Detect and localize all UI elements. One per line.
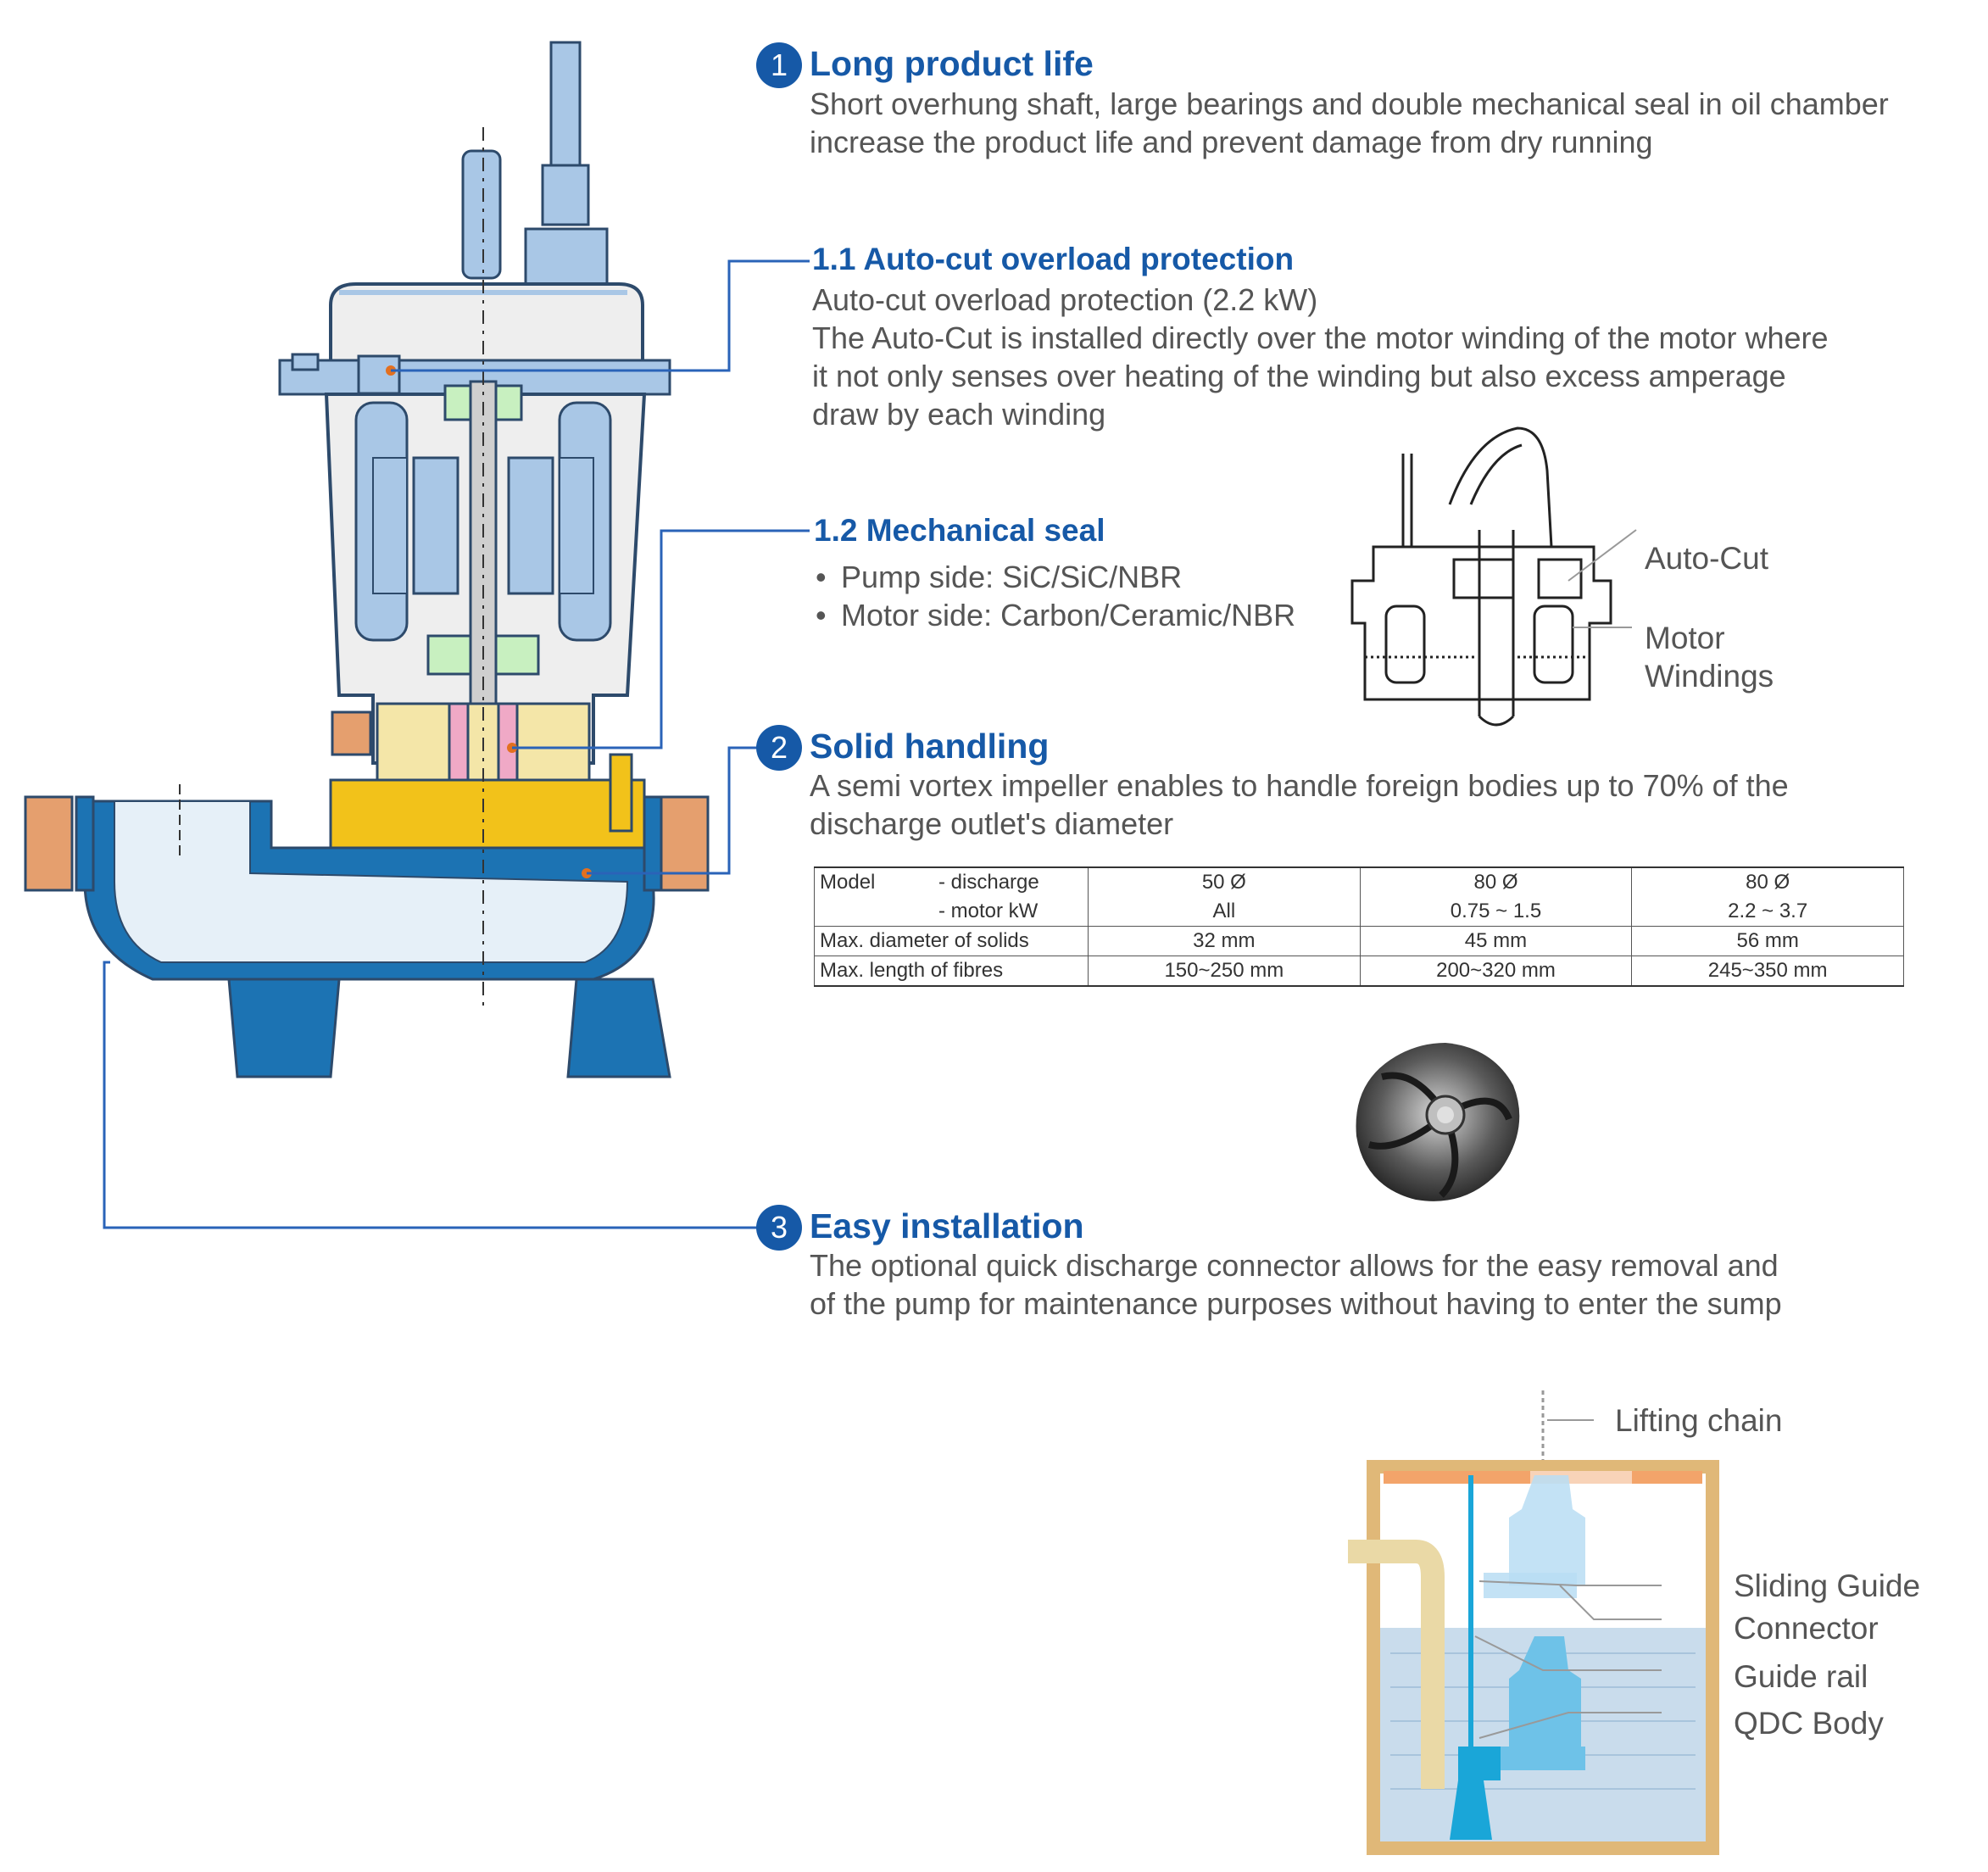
table-cell: 50 Ø [1088, 866, 1361, 897]
connector-label: Connector [1734, 1611, 1879, 1646]
feature-1-2-title: 1.2 Mechanical seal [814, 513, 1105, 548]
feature-3-title: Easy installation [810, 1206, 1084, 1245]
table-cell: 32 mm [1088, 926, 1361, 956]
feature-3-text-2: of the pump for maintenance purposes wit… [810, 1286, 1782, 1321]
feature-1-1-text-1: Auto-cut overload protection (2.2 kW) [812, 282, 1318, 317]
table-cell: 0.75 ~ 1.5 [1359, 897, 1633, 927]
feature-2-text-2: discharge outlet's diameter [810, 806, 1174, 841]
motor-detail-sketch [1350, 426, 1637, 727]
table-row-motor-label: - motor kW [814, 897, 1089, 927]
autocut-label: Auto-Cut [1645, 541, 1769, 576]
sump-installation-diagram [1348, 1390, 1719, 1855]
table-cell: All [1088, 897, 1361, 927]
feature-1-1-text-3: it not only senses over heating of the w… [812, 359, 1786, 393]
feature-1-text-1: Short overhung shaft, large bearings and… [810, 86, 1889, 121]
table-cell: 150~250 mm [1088, 956, 1361, 987]
table-row-label: Max. length of fibres [814, 956, 1089, 987]
table-row-model-label: Model- discharge [814, 866, 1089, 897]
table-cell: 80 Ø [1359, 866, 1633, 897]
motor-windings-label-2: Windings [1645, 659, 1774, 694]
solids-spec-table: Model- discharge 50 Ø 80 Ø 80 Ø - motor … [814, 866, 1904, 987]
bullet-dot-2: • [816, 598, 827, 632]
feature-1-2-bullet-1: Pump side: SiC/SiC/NBR [841, 560, 1183, 594]
feature-1-1-text-2: The Auto-Cut is installed directly over … [812, 320, 1829, 355]
lifting-chain-label: Lifting chain [1615, 1403, 1783, 1438]
table-cell: 200~320 mm [1359, 956, 1633, 987]
table-cell: 45 mm [1359, 926, 1633, 956]
feature-1-badge: 1 [756, 42, 802, 88]
qdc-body-label: QDC Body [1734, 1706, 1884, 1741]
feature-1-2-bullet-2: Motor side: Carbon/Ceramic/NBR [841, 598, 1296, 632]
feature-3-text-1: The optional quick discharge connector a… [810, 1248, 1779, 1283]
feature-2-badge: 2 [756, 725, 802, 771]
table-row-label: Max. diameter of solids [814, 926, 1089, 956]
feature-2-text-1: A semi vortex impeller enables to handle… [810, 768, 1789, 803]
feature-1-1-text-4: draw by each winding [812, 397, 1106, 432]
table-cell: 56 mm [1631, 926, 1904, 956]
feature-1-title: Long product life [810, 44, 1094, 83]
motor-windings-label-1: Motor [1645, 621, 1725, 655]
feature-1-text-2: increase the product life and prevent da… [810, 125, 1653, 159]
feature-1-1-title: 1.1 Auto-cut overload protection [812, 242, 1295, 276]
sliding-guide-label: Sliding Guide [1734, 1568, 1921, 1603]
leader-lines [103, 259, 810, 1229]
table-cell: 2.2 ~ 3.7 [1631, 897, 1904, 927]
feature-3-badge: 3 [756, 1205, 802, 1251]
table-cell: 80 Ø [1631, 866, 1904, 897]
pump-cross-section [24, 41, 710, 1078]
feature-2-title: Solid handling [810, 727, 1050, 766]
table-cell: 245~350 mm [1631, 956, 1904, 987]
impeller-photo [1356, 1043, 1520, 1201]
bullet-dot-1: • [816, 560, 827, 594]
guide-rail-label: Guide rail [1734, 1659, 1868, 1694]
